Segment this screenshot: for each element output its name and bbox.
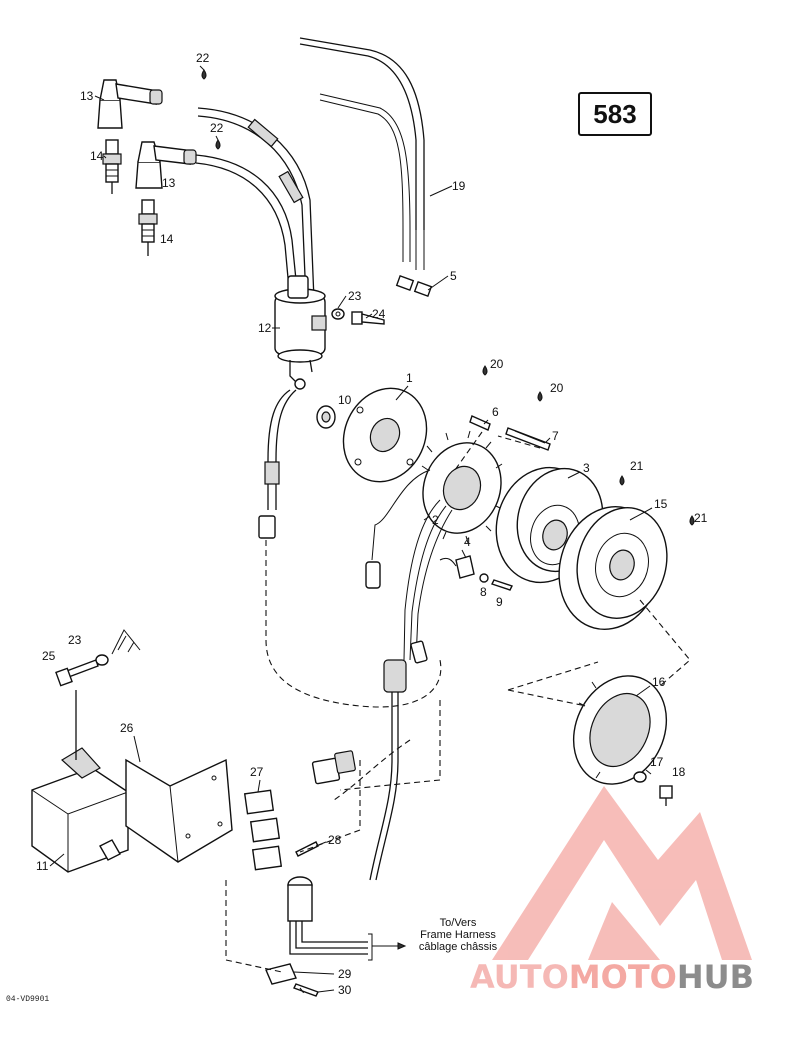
trigger-coil-4 — [439, 555, 475, 579]
callout-20a: 20 — [490, 357, 504, 371]
callout-6: 6 — [492, 405, 499, 419]
destination-line-2: Frame Harness — [420, 929, 496, 941]
callout-26: 26 — [120, 721, 134, 735]
callout-12: 12 — [258, 321, 272, 335]
callout-11: 11 — [36, 859, 49, 873]
callout-10: 10 — [338, 393, 352, 407]
callout-9: 9 — [496, 595, 503, 609]
callout-7: 7 — [552, 429, 559, 443]
callout-23a: 23 — [348, 289, 362, 303]
callout-21b: 21 — [694, 511, 708, 525]
grease-drop-icon-21a — [619, 475, 625, 486]
ground-symbol — [111, 629, 141, 655]
starting-pulley-15 — [558, 506, 668, 630]
high-tension-wires — [195, 107, 315, 301]
callout-16: 16 — [652, 675, 666, 689]
destination-line-1: To/Vers — [439, 917, 477, 929]
callout-24: 24 — [372, 307, 386, 321]
spark-plug-lower — [138, 199, 158, 256]
callout-29: 29 — [338, 967, 352, 981]
destination-label: To/Vers Frame Harness câblage châssis — [398, 917, 518, 953]
callout-30: 30 — [338, 983, 352, 997]
spark-plug-cap-lower — [135, 141, 197, 189]
callout-25: 25 — [42, 649, 56, 663]
spark-plug-upper — [102, 139, 122, 194]
screw-30 — [293, 983, 319, 997]
washer-23-upper — [331, 308, 345, 320]
watermark-part-1: AUTO — [470, 958, 569, 996]
wire-connector-5 — [395, 275, 433, 297]
trigger-plate-1 — [342, 387, 428, 483]
coil-lead-wire — [258, 389, 297, 539]
grommet-10 — [316, 405, 336, 429]
screw-9 — [491, 579, 513, 591]
destination-bracket — [368, 933, 407, 961]
washer-23-lower — [95, 654, 109, 666]
callout-leaders — [49, 65, 653, 993]
destination-line-3: câblage châssis — [418, 941, 498, 953]
screw-7 — [505, 427, 551, 451]
bracket-26 — [125, 758, 233, 863]
callout-13b: 13 — [162, 176, 176, 190]
callout-8: 8 — [480, 585, 487, 599]
grease-drop-icon-lower — [215, 139, 221, 150]
callout-21a: 21 — [630, 459, 644, 473]
ignition-coil — [274, 275, 327, 390]
callout-15: 15 — [654, 497, 668, 511]
wire-harness-19 — [299, 37, 425, 270]
callout-13a: 13 — [80, 89, 94, 103]
callout-14a: 14 — [90, 149, 104, 163]
stator-wires — [365, 469, 453, 881]
page-number-box: 583 — [578, 92, 652, 136]
bolt-18 — [659, 785, 673, 806]
callout-20b: 20 — [550, 381, 564, 395]
bolt-25 — [55, 659, 99, 687]
connector-plug — [311, 750, 356, 785]
main-harness-plug — [287, 876, 368, 955]
washer-8 — [479, 573, 489, 583]
pin-28 — [295, 841, 319, 857]
ring-gear-16 — [572, 675, 668, 785]
callout-22a: 22 — [196, 51, 210, 65]
clamp-29 — [265, 963, 297, 985]
callout-19: 19 — [452, 179, 466, 193]
grease-drop-icon-21b — [689, 515, 695, 526]
spark-plug-cap-upper — [97, 79, 163, 129]
grease-drop-icon-upper — [201, 69, 207, 80]
washer-17 — [633, 771, 647, 783]
callout-23b: 23 — [68, 633, 82, 647]
callout-labels: 22 13 22 14 13 14 19 5 23 24 12 20 1 20 … — [36, 51, 708, 997]
grease-drop-icon-20a — [482, 365, 488, 376]
watermark-part-3: HUB — [676, 958, 755, 996]
watermark-logo — [492, 786, 752, 960]
callout-17: 17 — [650, 755, 664, 769]
connector-27 — [243, 789, 283, 871]
watermark-part-2: MOTO — [568, 958, 677, 996]
callout-18: 18 — [672, 765, 686, 779]
callout-5: 5 — [450, 269, 457, 283]
callout-28: 28 — [328, 833, 342, 847]
document-code: 04-VD9901 — [6, 995, 50, 1004]
callout-27: 27 — [250, 765, 264, 779]
callout-4: 4 — [464, 535, 471, 549]
callout-14b: 14 — [160, 232, 174, 246]
callout-2: 2 — [432, 513, 439, 527]
watermark-text: AUTOMOTOHUB — [470, 958, 754, 996]
callout-1: 1 — [406, 371, 413, 385]
page-number: 583 — [593, 98, 637, 129]
grease-drop-icon-20b — [537, 391, 543, 402]
screw-6 — [469, 415, 491, 431]
callout-3: 3 — [583, 461, 590, 475]
cdi-module-11 — [31, 747, 129, 873]
callout-22b: 22 — [210, 121, 224, 135]
